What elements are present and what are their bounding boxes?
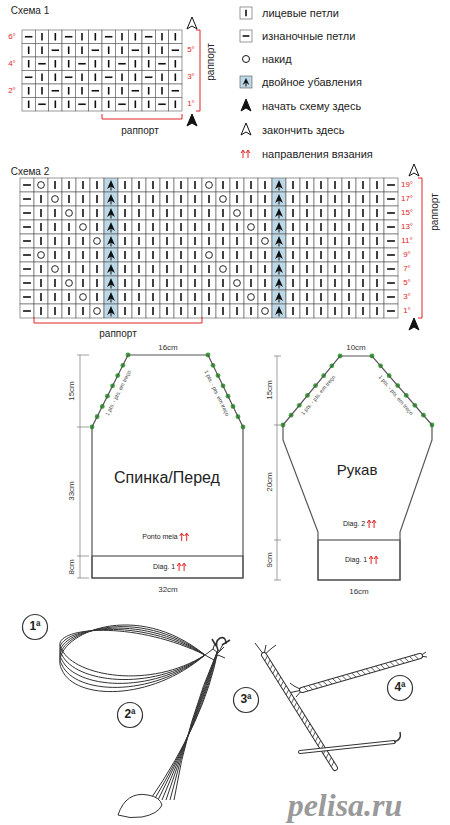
repeat-label: раппорт (205, 43, 216, 80)
dimension: 10cm (346, 344, 366, 353)
shaping-note: 1 pts. - pts. em treço (300, 374, 337, 416)
stitch-note: Diag. 1 (153, 563, 175, 571)
repeat-label: раппорт (121, 125, 158, 136)
end-arrow (409, 164, 419, 176)
border-band: Diag. 1 (318, 540, 400, 580)
dimension: 15cm (68, 381, 77, 401)
row-number: 3° (187, 73, 195, 82)
direction-arrows (177, 563, 186, 571)
step-number: 2ª (117, 702, 143, 728)
legend-text: накид (262, 53, 292, 65)
row-number: 11° (401, 237, 413, 246)
step-number: 4ª (387, 675, 413, 701)
chart-title: Схема 2 (11, 166, 49, 177)
step-label: 2ª (124, 708, 135, 721)
step-label: 4ª (394, 681, 405, 694)
row-number: 19° (401, 181, 413, 190)
legend-text: направления вязания (262, 148, 373, 160)
dimension: 32cm (158, 586, 178, 595)
step-number: 3ª (233, 687, 259, 713)
step-number: 1ª (22, 614, 48, 640)
repeat-bracket (34, 178, 422, 323)
repeat-bracket (102, 30, 200, 119)
dimension: 9cm (266, 552, 275, 567)
direction-arrows (180, 533, 189, 541)
legend-text: закончить здесь (262, 124, 345, 136)
chart-2-grid (20, 178, 398, 318)
garment-piece: Спинка/ПередPonto meiaDiag. 1 (92, 355, 243, 578)
stitch-note: Diag. 2 (343, 520, 365, 528)
border-band: Diag. 1 (92, 556, 243, 578)
legend-symbols (240, 7, 252, 158)
watermark: pelisa.ru (288, 788, 403, 823)
legend-text: двойное убавления (262, 76, 362, 88)
row-number: 5° (187, 46, 195, 55)
row-number: 4° (8, 60, 16, 69)
dimension: 8cm (68, 559, 77, 574)
step-label: 1ª (29, 620, 40, 633)
row-number: 9° (403, 251, 411, 260)
legend-text: начать схему здесь (262, 100, 361, 112)
row-number: 15° (401, 209, 413, 218)
row-number: 5° (403, 279, 411, 288)
stitch-note: Ponto meia (142, 533, 177, 541)
twisting-stick (300, 732, 400, 752)
dimension: 16cm (349, 588, 369, 597)
step-label: 3ª (240, 693, 251, 706)
garment-piece: РукавDiag. 2 Diag. 1 (283, 356, 432, 580)
shaping-note: 1 pts. - pts. em treço (378, 374, 415, 416)
row-number: 13° (401, 223, 413, 232)
piece-name: Рукав (337, 462, 378, 479)
stitch-note: Diag. 1 (345, 556, 367, 564)
row-number: 17° (401, 195, 413, 204)
dimension: 20cm (266, 472, 275, 492)
legend-text: изнаночные петли (262, 30, 355, 42)
shaping-note: 1 pts. - pts. em treço (104, 369, 132, 416)
row-number: 3° (403, 293, 411, 302)
direction-arrows (369, 556, 378, 564)
row-number: 6° (8, 33, 16, 42)
repeat-label: раппорт (429, 193, 440, 230)
raglan-dots (90, 353, 435, 430)
start-arrow (409, 318, 419, 330)
row-number: 2° (8, 87, 16, 96)
dimension: 16cm (158, 344, 178, 353)
start-arrow (241, 99, 251, 111)
piece-name: Спинка/Перед (114, 469, 220, 487)
dimension: 33cm (68, 481, 77, 501)
row-number: 1° (187, 100, 195, 109)
end-arrow (241, 123, 251, 135)
start-arrow (187, 114, 197, 126)
end-arrow (187, 17, 197, 29)
row-number: 7° (403, 265, 411, 274)
row-number: 1° (403, 307, 411, 316)
chart-1-grid (22, 30, 182, 111)
chart-title: Схема 1 (11, 5, 49, 16)
dimension-lines (77, 355, 281, 580)
node-outline (92, 355, 243, 578)
legend-text: лицевые петли (262, 7, 339, 19)
direction-arrows (367, 520, 376, 528)
repeat-label: раппорт (99, 328, 136, 339)
dimension: 15cm (266, 380, 275, 400)
